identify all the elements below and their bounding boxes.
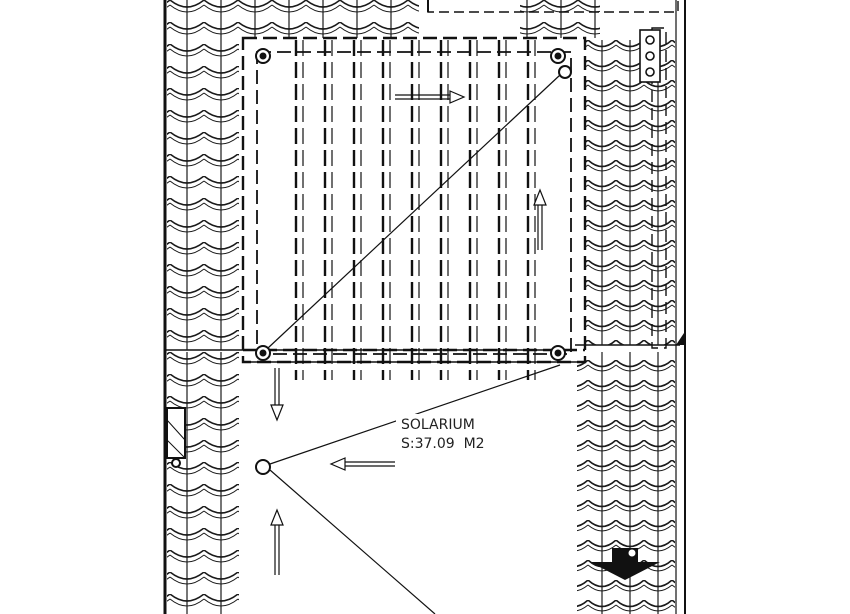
corner-posts: [255, 48, 572, 475]
wall-fixture-top-right: [639, 29, 661, 83]
roof-tiles-top: [239, 0, 600, 38]
top-right-box: [427, 0, 679, 13]
slope-lines: [267, 74, 561, 614]
room-label-background: [396, 414, 516, 454]
roof-tiles-left: [167, 0, 239, 614]
right-wall-marker: [676, 330, 686, 345]
glass-ribs: [294, 40, 536, 380]
wall-fixture-left: [166, 407, 186, 468]
room-name: SOLARIUM: [401, 417, 475, 433]
downspout-arrow: [590, 548, 660, 580]
flow-arrows: [270, 90, 547, 575]
roof-tiles-right: [577, 40, 675, 614]
room-area: S:37.09 M2: [401, 436, 485, 452]
